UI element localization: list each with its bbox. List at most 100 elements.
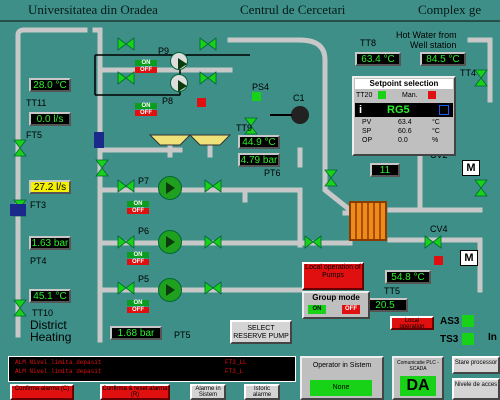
- alarm-code-1: FT3_LL: [225, 359, 247, 366]
- ts3-indicator: [462, 333, 474, 345]
- label-tt8: TT8: [360, 38, 377, 48]
- setpoint-row-unit: %: [432, 137, 439, 144]
- pt5-readout: 1.68 bar: [110, 326, 162, 340]
- center-title: Centrul de Cercetari: [240, 2, 346, 17]
- local-operation-indicator: Local operation: [390, 316, 434, 330]
- pump-p7[interactable]: [158, 176, 182, 200]
- label-ps4: PS4: [252, 82, 270, 92]
- label-tt5: TT5: [384, 286, 401, 296]
- alarms-in-system-button[interactable]: Alarme in Sistem: [190, 384, 226, 400]
- label-ft3: FT3: [30, 200, 47, 210]
- confirm-reset-alarm-button[interactable]: Confirma & reset alarma (R): [100, 384, 170, 400]
- setpoint-row-value: 0.0: [398, 137, 408, 144]
- label-tt10: TT10: [32, 308, 54, 318]
- tt8-readout: 63.4 °C: [355, 52, 401, 66]
- controller-select-icon[interactable]: [439, 105, 449, 115]
- access-levels-button[interactable]: Nivele de acces: [452, 378, 500, 400]
- operator-title: Operator in Sistem: [312, 362, 372, 369]
- pump-p9[interactable]: [170, 52, 188, 70]
- tt9-readout: 44.9 °C: [238, 135, 280, 149]
- on-indicator: ON: [127, 201, 149, 207]
- cv2-readout: 11: [370, 163, 400, 177]
- man-toggle[interactable]: [428, 91, 436, 99]
- off-indicator: OFF: [127, 208, 149, 214]
- label-ts3: TS3: [440, 334, 459, 345]
- alarm-code-2: FT3_L: [225, 368, 244, 375]
- on-indicator: ON: [127, 300, 149, 306]
- off-indicator: OFF: [127, 259, 149, 265]
- tt20-label: TT20: [356, 92, 373, 99]
- on-indicator: ON: [127, 252, 149, 258]
- cv2-motor-icon[interactable]: M: [462, 160, 480, 176]
- label-district: District: [30, 318, 67, 332]
- off-indicator: OFF: [127, 307, 149, 313]
- label-heating: Heating: [30, 330, 72, 344]
- setpoint-mode-row: TT20 Man.: [354, 90, 454, 102]
- comm-panel: Comunicatie PLC - SCADA DA: [392, 356, 444, 400]
- cv4-status-indicator: [434, 256, 443, 265]
- info-icon[interactable]: i: [359, 104, 363, 116]
- controller-name: RG5: [387, 104, 410, 116]
- select-reserve-pump-button[interactable]: SELECT RESERVE PUMP: [230, 320, 292, 344]
- setpoint-row-unit: °C: [432, 119, 440, 126]
- ps4-status-indicator: [252, 92, 261, 101]
- label-tt11: TT11: [26, 98, 47, 108]
- complex-title: Complex ge: [418, 2, 482, 17]
- setpoint-row: OP 0.0%: [354, 136, 454, 145]
- operator-value: None: [310, 380, 372, 396]
- local-pumps-indicator: Local operation of Pumps: [302, 262, 364, 290]
- label-cv4: CV4: [430, 224, 448, 234]
- alarm-row-2: ALM Nivel limita depasit: [15, 368, 102, 375]
- group-mode-title: Group mode: [312, 293, 360, 302]
- pt4-readout: 1.63 bar: [29, 236, 71, 250]
- alarm-history-button[interactable]: Istoric alarme: [244, 384, 280, 400]
- label-pt6: PT6: [264, 168, 281, 178]
- label-c1: C1: [293, 93, 305, 103]
- pump-p6[interactable]: [158, 230, 182, 254]
- label-tt4: TT4: [460, 68, 477, 78]
- label-p8: P8: [162, 96, 174, 106]
- label-p5: P5: [138, 274, 150, 284]
- pump-p8[interactable]: [170, 74, 188, 92]
- tt4-readout: 84.5 °C: [420, 52, 466, 66]
- pt6-readout: 4.79 bar: [238, 153, 280, 167]
- group-mode-on[interactable]: ON: [308, 305, 326, 314]
- alarm-list[interactable]: ALM Nivel limita depasit FT3_LL ALM Nive…: [8, 356, 296, 382]
- cv4-motor-icon[interactable]: M: [460, 250, 478, 266]
- processor-state-button[interactable]: Stare processor: [452, 356, 500, 374]
- setpoint-row-key: OP: [362, 137, 373, 144]
- man-label: Man.: [402, 92, 418, 99]
- label-hot-water: Hot Water from: [396, 30, 457, 40]
- setpoint-row-value: 60.6: [398, 128, 412, 135]
- confirm-alarm-button[interactable]: Confirma alarma (C): [10, 384, 74, 400]
- setpoint-row-unit: °C: [432, 128, 440, 135]
- label-p7: P7: [138, 176, 150, 186]
- group-mode-off[interactable]: OFF: [342, 305, 360, 314]
- setpoint-row-value: 63.4: [398, 119, 412, 126]
- tt5-readout: 54.8 °C: [385, 270, 431, 284]
- as3-indicator: [462, 315, 474, 327]
- status-bar: ALM Nivel limita depasit FT3_LL ALM Nive…: [0, 352, 500, 400]
- controller-header: i RG5: [355, 103, 453, 117]
- setpoint-row: PV 63.4 °C: [354, 118, 454, 127]
- pump-p5[interactable]: [158, 278, 182, 302]
- label-p6: P6: [138, 226, 150, 236]
- tt20-toggle[interactable]: [378, 91, 386, 99]
- tt11-readout: 28.0 °C: [29, 78, 71, 92]
- setpoint-row-key: PV: [362, 119, 372, 126]
- off-indicator: OFF: [135, 67, 157, 73]
- ft5-readout: 0.0 l/s: [29, 112, 71, 126]
- group-mode-panel: Group mode ON OFF: [302, 291, 370, 319]
- alarm-row-1: ALM Nivel limita depasit: [15, 359, 102, 366]
- on-indicator: ON: [135, 103, 157, 109]
- off-indicator: OFF: [135, 110, 157, 116]
